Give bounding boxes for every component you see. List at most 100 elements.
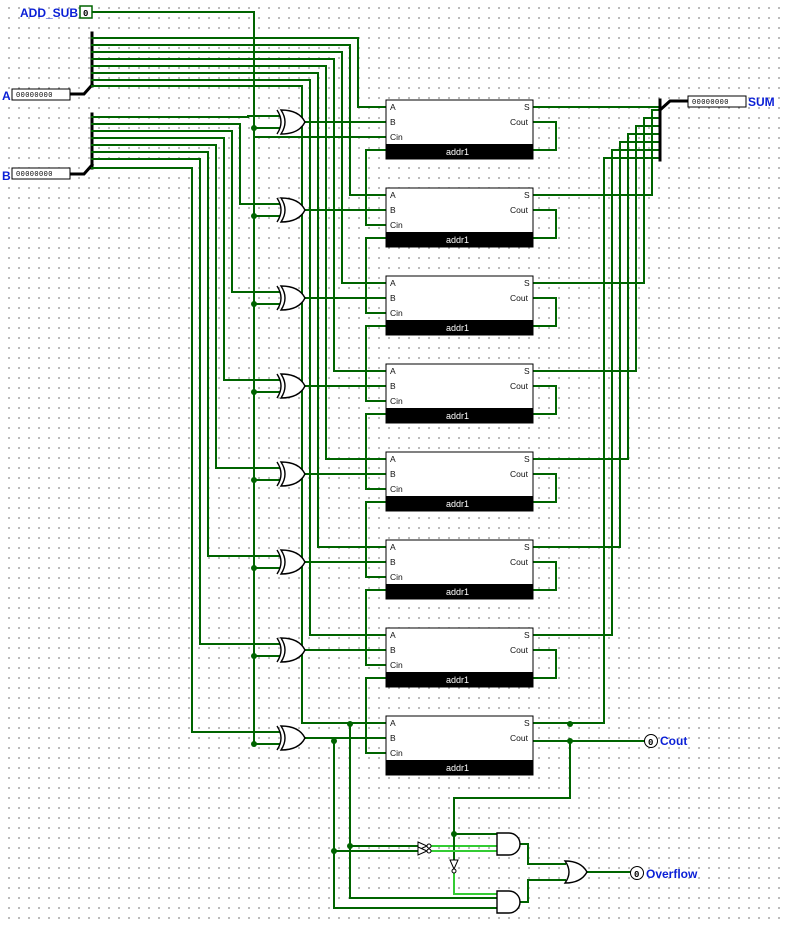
wires [68,11,690,909]
adder-footer [386,408,533,423]
and-gate [496,890,521,914]
a-bit-wire [91,51,387,284]
sum-label: SUM [748,95,775,109]
adder-name: addr1 [446,763,469,773]
xor-gate [276,725,306,751]
a-bit-wire [91,58,387,372]
adder-port-cout: Cout [510,733,529,743]
b-bit-wire [91,167,280,733]
adder-port-a: A [390,366,396,376]
adder-name: addr1 [446,147,469,157]
junction-dot [251,389,257,395]
adder-port-cin: Cin [390,396,403,406]
adder-port-cout: Cout [510,293,529,303]
adder-footer [386,232,533,247]
xor-body [279,197,306,223]
xor-body [279,285,306,311]
xor-gate [276,373,306,399]
not-gate [449,859,459,874]
b-bit-wire [91,144,280,469]
adder-footer [386,672,533,687]
sum-bit-wire [539,101,661,108]
a-pin-box[interactable] [11,88,71,101]
adder-port-s: S [524,542,530,552]
b-bits: 00000000 [16,171,53,179]
adder-port-cout: Cout [510,557,529,567]
adder-footer [386,584,533,599]
adder-port-b: B [390,645,396,655]
b-bit-wire [91,123,280,205]
add-sub-wire [91,11,255,745]
xor-body [279,373,306,399]
sum-bit-wire [539,149,661,636]
not-bubble [426,848,432,854]
a-bus [68,82,95,96]
adder-name: addr1 [446,235,469,245]
junction-dot [251,301,257,307]
and-gate [496,832,521,856]
adder-footer [386,496,533,511]
add-sub-input[interactable]: ADD_SUB 0 [20,5,93,20]
a-input[interactable]: A 00000000 [2,88,71,103]
overflow-label: Overflow [646,867,698,881]
not-body [449,859,459,871]
b-bit-wire [91,137,280,381]
sum-bit-wire [539,157,661,724]
adder-port-cin: Cin [390,484,403,494]
b-input[interactable]: B 00000000 [2,167,71,183]
sum-bit-wire [539,133,661,460]
and-body [496,832,521,856]
add-sub-pin-box[interactable] [79,5,93,19]
adders: ABCinSCoutaddr1ABCinSCoutaddr1ABCinSCout… [385,99,534,776]
a-label: A [2,89,11,103]
b-pin-box[interactable] [11,167,71,180]
and2-out-wire [519,879,566,903]
xor-gate [276,461,306,487]
xor-body [279,109,306,135]
xor-back-curve [276,725,282,751]
sum-output: 00000000 SUM [687,95,775,109]
sum-bus [657,99,690,113]
adder-footer [386,144,533,159]
junction-dot [251,653,257,659]
cout-value: 0 [648,738,653,748]
not-gate [417,846,432,856]
xor-back-curve [276,637,282,663]
xor-body [279,549,306,575]
gates [276,109,588,914]
add-sub-value: 0 [83,9,88,19]
adder-name: addr1 [446,587,469,597]
adder-port-cin: Cin [390,132,403,142]
and-body [496,890,521,914]
not-bubble [451,868,457,874]
adder-port-cin: Cin [390,660,403,670]
adder-port-s: S [524,630,530,640]
adder-port-a: A [390,454,396,464]
adder-port-s: S [524,102,530,112]
adder-port-a: A [390,542,396,552]
and2-a-wire [349,845,498,899]
adder-port-cout: Cout [510,381,529,391]
cout-pin [644,734,658,748]
adder-port-s: S [524,454,530,464]
a-bits: 00000000 [16,92,53,100]
xor-gate [276,285,306,311]
overflow-pin [630,866,644,880]
adder-port-cin: Cin [390,220,403,230]
b-label: B [2,169,11,183]
a-bit-wire [91,65,387,460]
junction-dot [567,721,573,727]
sum-pin-box [687,95,747,108]
adder-port-b: B [390,117,396,127]
and2-b-wire [333,850,498,909]
sum-bit-wire [539,117,661,284]
adder-port-cout: Cout [510,117,529,127]
adder-name: addr1 [446,411,469,421]
add-sub-label: ADD_SUB [20,6,78,20]
xor-back-curve [276,285,282,311]
